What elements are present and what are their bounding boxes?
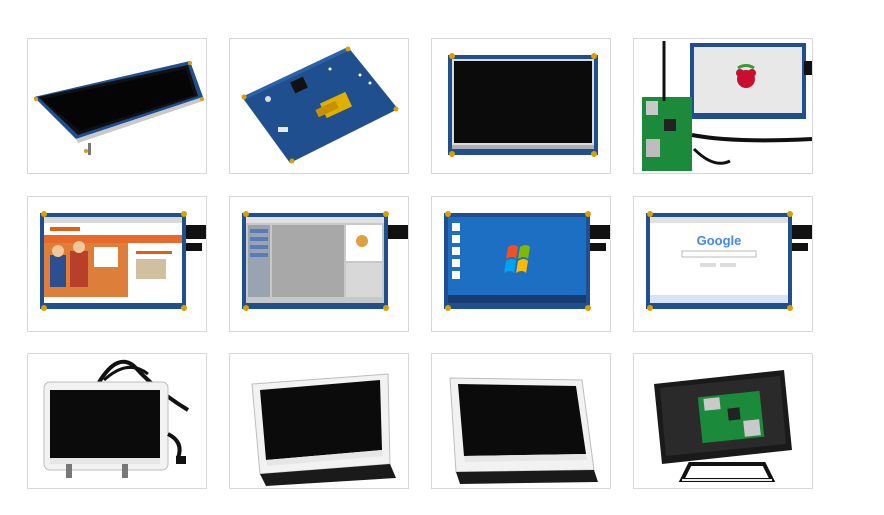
thumbnail-pcb-back[interactable] [229, 38, 409, 174]
lcd-website-image [40, 211, 206, 311]
lcd-with-pi-image [642, 41, 812, 171]
thumbnail-lcd-scratch-screen[interactable] [229, 196, 409, 332]
thumbnail-case-back-with-pi[interactable] [633, 353, 813, 489]
thumbnail-lcd-windows-desktop[interactable] [431, 196, 611, 332]
lcd-angled-front-image [34, 61, 204, 155]
lcd-windows-image [444, 211, 610, 311]
thumbnail-case-white-with-cables[interactable] [27, 353, 207, 489]
google-logo-text: Google [697, 233, 742, 248]
lcd-google-image: Google [646, 211, 812, 311]
case-back-pi-image [654, 370, 792, 482]
thumbnail-lcd-website-screen[interactable] [27, 196, 207, 332]
thumbnail-lcd-google-screen[interactable]: Google [633, 196, 813, 332]
pcb-back-image [241, 46, 399, 164]
thumbnail-case-white-angled-right[interactable] [431, 353, 611, 489]
thumbnail-case-white-angled-left[interactable] [229, 353, 409, 489]
lcd-front-off-image [448, 53, 598, 157]
case-white-cables-image [43, 359, 190, 478]
thumbnail-lcd-angled-front[interactable] [27, 38, 207, 174]
case-white-left-image [251, 373, 396, 486]
lcd-scratch-image [242, 211, 408, 311]
thumbnail-lcd-front-off[interactable] [431, 38, 611, 174]
case-white-right-image [449, 377, 598, 484]
thumbnail-lcd-with-pi-raspberry-logo[interactable] [633, 38, 813, 174]
